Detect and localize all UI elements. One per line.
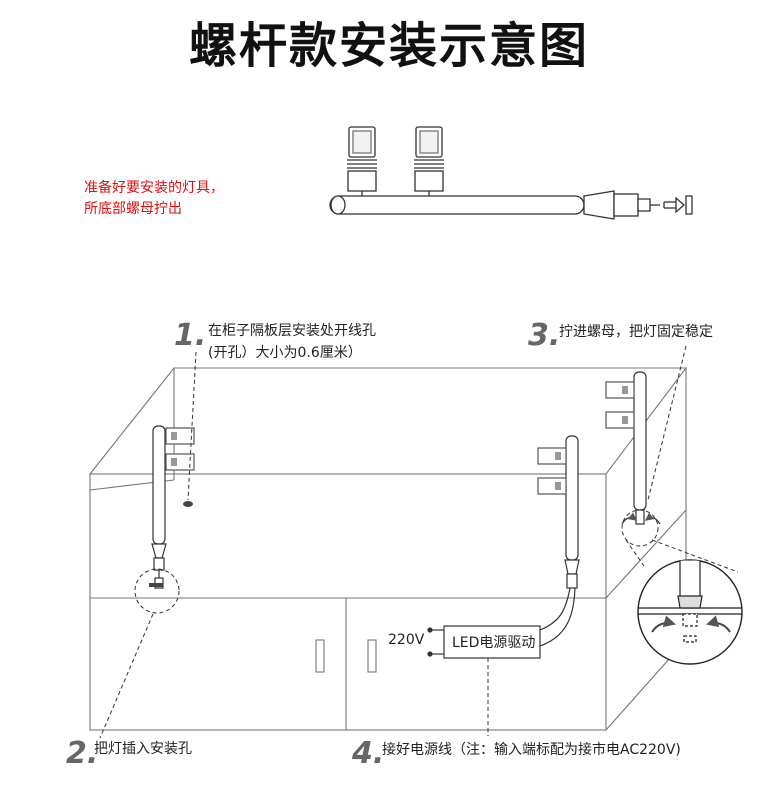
led-driver-box: [427, 625, 541, 659]
voltage-label: 220V: [388, 632, 425, 648]
spotlight-head-1: [347, 126, 377, 197]
step-2-text: 把灯插入安装孔: [94, 741, 192, 757]
step-1-line-2: (开孔）大小为0.6厘米）: [208, 345, 362, 361]
preparation-note-line-2: 所底部螺母拧出: [84, 201, 182, 217]
step-1-text: 在柜子隔板层安装处开线孔 (开孔）大小为0.6厘米）: [208, 320, 376, 364]
magnified-detail: [637, 559, 743, 665]
cabinet: [88, 367, 688, 731]
step-2-number: 2.: [66, 736, 99, 771]
step-4-text: 接好电源线（注：输入端标配为接市电AC220V): [382, 742, 681, 758]
step-3-text: 拧进螺母，把灯固定稳定: [559, 324, 713, 340]
step-3-number: 3.: [528, 318, 561, 353]
preparation-note: 准备好要安装的灯具， 所底部螺母拧出: [84, 178, 224, 220]
driver-label: LED电源驱动: [452, 635, 535, 651]
preparation-note-line-1: 准备好要安装的灯具，: [84, 180, 224, 196]
power-wires: [539, 587, 576, 647]
middle-lamp: [537, 435, 580, 589]
step-4-number: 4.: [352, 736, 385, 771]
right-lamp: [605, 371, 647, 525]
spotlight-head-2: [414, 126, 444, 197]
left-lamp: [151, 425, 195, 589]
step-1-line-1: 在柜子隔板层安装处开线孔: [208, 323, 376, 339]
page-title: 螺杆款安装示意图: [188, 18, 589, 74]
light-bar-illustration: [329, 126, 693, 220]
step-1-number: 1.: [174, 318, 207, 353]
